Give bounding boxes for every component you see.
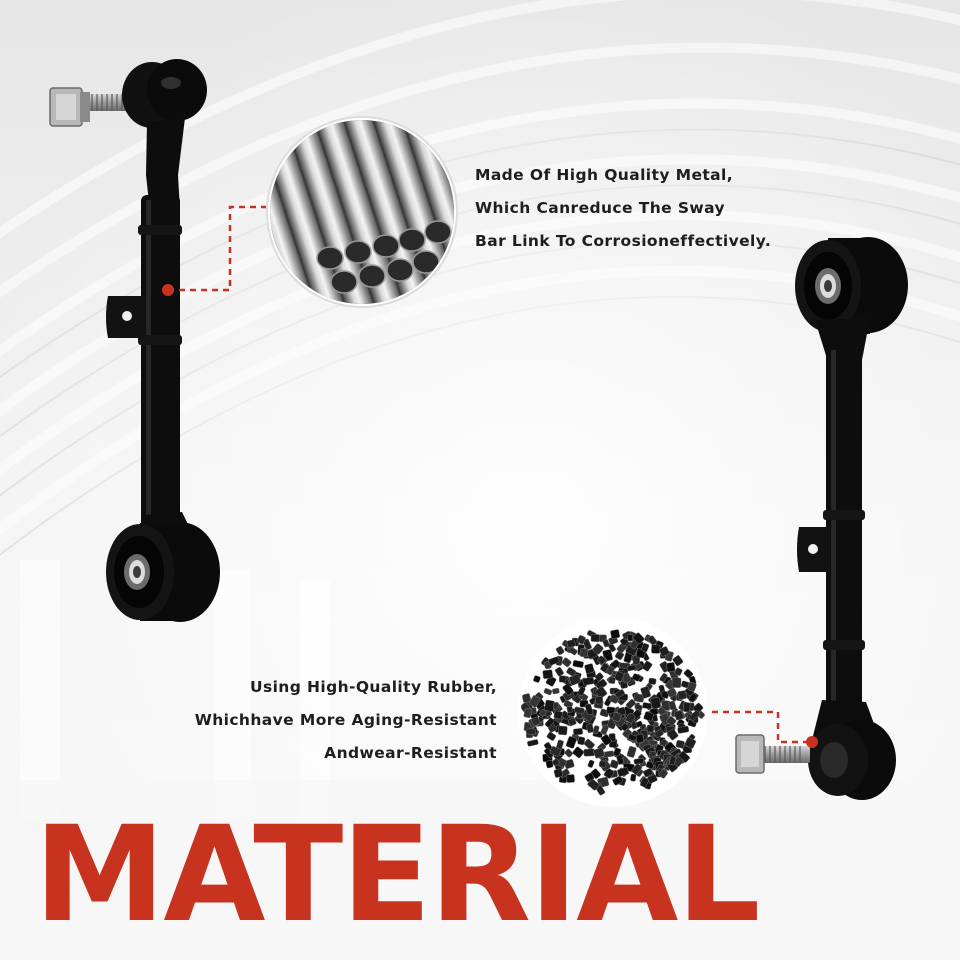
callout-connectors	[168, 205, 812, 744]
rubber-callout-text: Using High-Quality Rubber, Whichhave Mor…	[195, 671, 497, 770]
metal-pointer-dot	[162, 284, 174, 296]
metal-callout-line: Bar Link To Corrosioneffectively.	[475, 232, 772, 250]
metal-callout-line: Which Canreduce The Sway	[475, 199, 726, 217]
rubber-callout-line: Whichhave More Aging-Resistant	[194, 711, 497, 729]
page-title: MATERIAL	[34, 798, 761, 952]
left-sway-bar-link	[49, 59, 220, 622]
metal-callout-line: Made Of High Quality Metal,	[475, 166, 734, 184]
right-sway-bar-link	[735, 237, 908, 800]
rubber-callout-line: Andwear-Resistant	[324, 744, 497, 762]
rubber-pellets-image	[518, 617, 708, 807]
rubber-pointer-dot	[806, 736, 818, 748]
rubber-callout-line: Using High-Quality Rubber,	[249, 678, 497, 696]
metal-callout-text: Made Of High Quality Metal, Which Canred…	[475, 159, 771, 258]
